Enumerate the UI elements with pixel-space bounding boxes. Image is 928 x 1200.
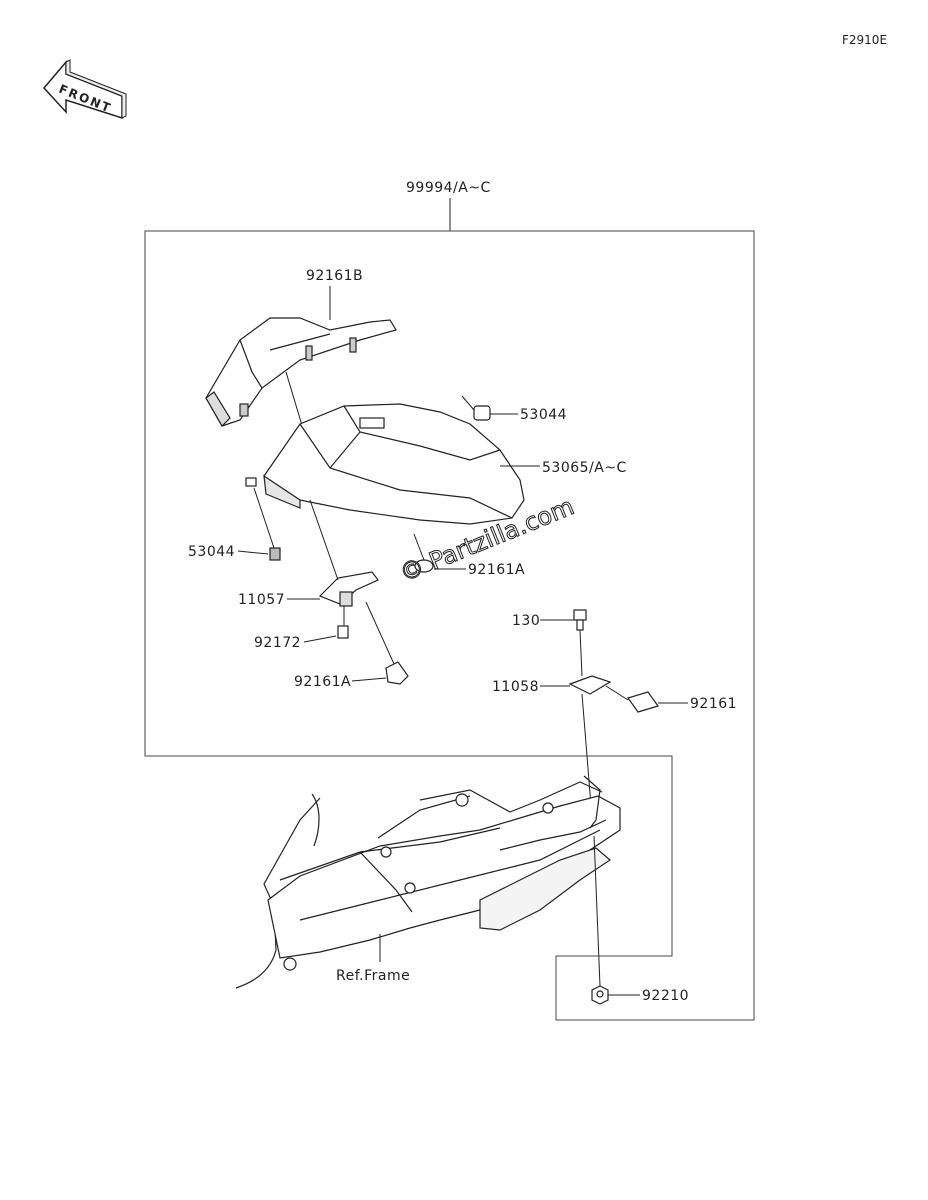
label-screw: 92172 <box>254 635 301 651</box>
label-cowl-trim: 92161B <box>306 268 363 284</box>
nut-part <box>591 985 609 1005</box>
pad-part <box>627 691 659 713</box>
leader-pad-axis <box>605 685 629 701</box>
leader-plug-left <box>237 550 269 555</box>
label-bracket-right: 11058 <box>492 679 539 695</box>
bolt-part <box>573 609 587 631</box>
label-plug-left: 53044 <box>188 544 235 560</box>
label-damper-mid: 92161A <box>468 562 525 578</box>
plug-left-part <box>245 477 281 561</box>
bracket-left-part <box>318 571 379 607</box>
front-arrow-icon: FRONT <box>43 59 127 120</box>
cowl-trim-part <box>205 317 397 427</box>
seat-cover-part <box>263 403 525 525</box>
label-bolt: 130 <box>512 613 540 629</box>
kit-outline-box <box>144 230 755 1021</box>
label-seat-cover: 53065/A~C <box>542 460 627 476</box>
leader-plug-left-axis <box>253 487 275 549</box>
label-pad: 92161 <box>690 696 737 712</box>
screw-part <box>337 625 349 639</box>
damper-bottom-part <box>385 661 409 685</box>
diagram-code: F2910E <box>842 33 887 47</box>
plug-right-part <box>473 405 491 421</box>
label-frame: Ref.Frame <box>336 968 410 984</box>
leader-plug-right-a <box>461 395 475 411</box>
label-damper-bottom: 92161A <box>294 674 351 690</box>
leader-bracket-axis <box>309 499 339 581</box>
leader-damper-bottom <box>351 677 387 682</box>
leader-screw <box>303 635 337 643</box>
leader-bracket-right-axis <box>581 693 593 819</box>
leader-bolt-axis <box>579 629 583 677</box>
bracket-right-part <box>568 675 612 695</box>
label-kit: 99994/A~C <box>406 180 491 196</box>
label-nut: 92210 <box>642 988 689 1004</box>
label-plug-right: 53044 <box>520 407 567 423</box>
leader-damper-axis <box>365 601 395 665</box>
frame-part <box>235 775 621 989</box>
leader-nut-axis <box>593 835 601 987</box>
label-bracket-left: 11057 <box>238 592 285 608</box>
leader-damper-mid-axis <box>413 533 425 561</box>
